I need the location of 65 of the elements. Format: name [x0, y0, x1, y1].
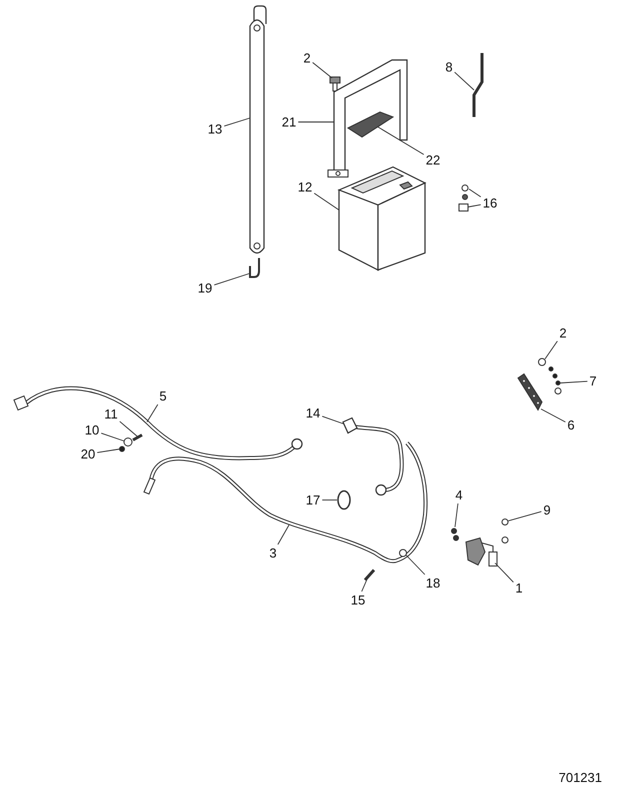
leader-line: [454, 72, 474, 90]
leader-line: [468, 204, 482, 208]
leader-line: [468, 188, 482, 198]
leader-line: [100, 432, 124, 442]
callout-number: 13: [206, 122, 224, 136]
callout-number: 8: [444, 60, 454, 74]
leader-line: [508, 511, 542, 522]
cable-drawing: [342, 417, 404, 496]
callout-number: 9: [542, 502, 552, 518]
leader-line: [406, 554, 426, 575]
callout-number: 10: [84, 422, 100, 438]
callout-number: 17: [304, 492, 322, 508]
callout-number: 12: [296, 180, 314, 194]
callout-number: 6: [566, 418, 576, 432]
callout-number: 11: [103, 406, 119, 422]
terminal-block-drawing: [517, 373, 543, 412]
callout-number: 2: [558, 326, 568, 340]
clip-icon: [458, 204, 468, 212]
callout-number: 20: [80, 446, 96, 462]
callout-number: 14: [304, 406, 322, 420]
leader-line: [312, 62, 332, 78]
leader-line: [544, 340, 558, 360]
bolt-icon: [330, 76, 340, 92]
callout-number: 3: [268, 546, 278, 560]
nut-icon: [548, 366, 562, 394]
callout-number: 5: [158, 388, 168, 404]
cable-drawing: [13, 386, 303, 460]
leader-line: [378, 126, 424, 155]
leader-line: [454, 503, 458, 528]
leader-line: [224, 118, 250, 127]
screw-icon: [538, 358, 546, 366]
leader-line: [119, 421, 138, 438]
bracket-drawing: [328, 59, 408, 178]
leader-line: [540, 408, 566, 422]
callout-number: 1: [514, 580, 524, 596]
drawing-number: 701231: [558, 770, 602, 785]
leader-line: [560, 380, 588, 384]
pad-drawing: [347, 111, 394, 138]
leader-line: [361, 576, 368, 592]
screw-icon: [502, 518, 508, 544]
leader-line: [214, 272, 252, 286]
callout-number: 18: [424, 576, 442, 590]
callout-number: 16: [482, 196, 498, 210]
leader-line: [96, 448, 120, 453]
rod-drawing: [472, 53, 484, 117]
battery-drawing: [337, 166, 426, 271]
callout-number: 19: [196, 280, 214, 296]
nut-icon: [451, 528, 459, 541]
hook-drawing: [249, 258, 260, 278]
leader-line: [146, 404, 158, 422]
leader-line: [322, 416, 344, 424]
fastener-icon: [364, 569, 376, 581]
strap-drawing: [249, 5, 267, 254]
relay-drawing: [465, 537, 498, 566]
callout-number: 21: [280, 114, 298, 130]
callout-number: 4: [454, 488, 464, 502]
callout-number: 2: [302, 50, 312, 66]
leader-line: [314, 192, 340, 210]
callout-number: 22: [424, 152, 442, 168]
callout-number: 7: [588, 374, 598, 388]
bolt-icon: [462, 184, 468, 200]
leader-line: [277, 524, 290, 545]
leader-line: [494, 562, 514, 583]
cable-drawing: [143, 442, 428, 564]
callout-number: 15: [350, 592, 366, 608]
